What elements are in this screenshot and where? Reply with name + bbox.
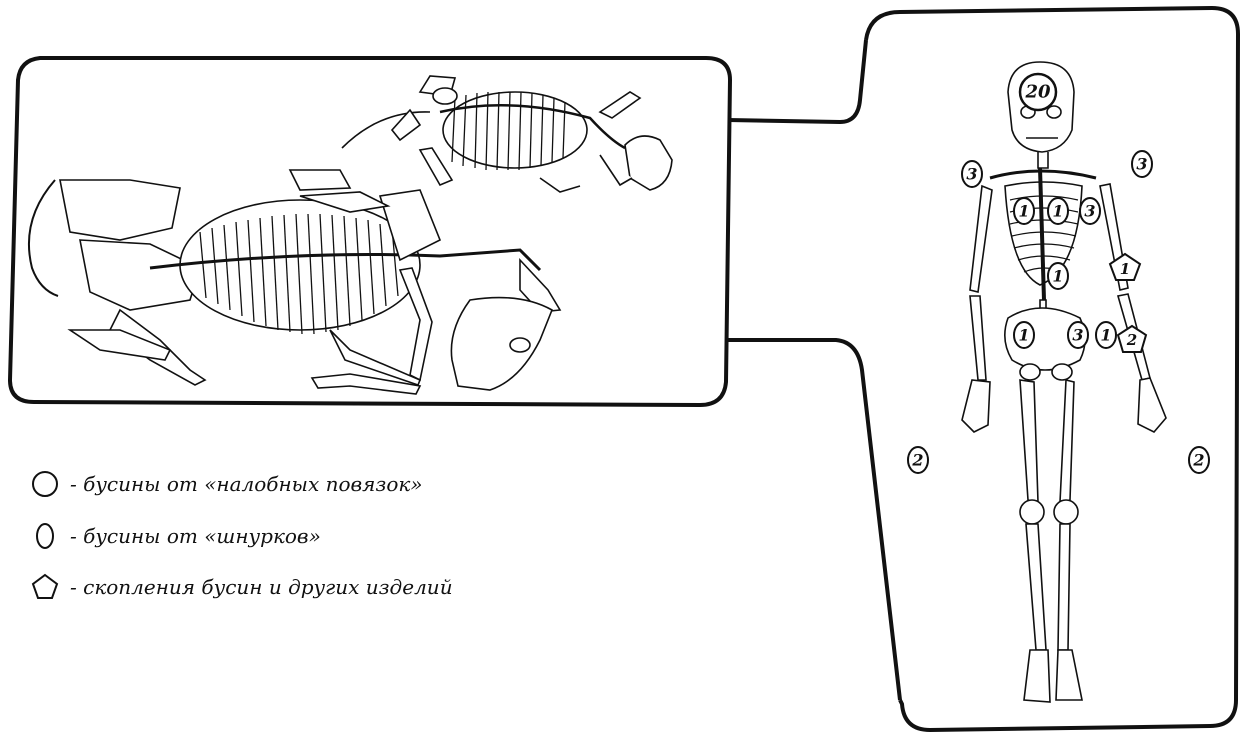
legend-item-headband: - бусины от «налобных повязок» <box>30 467 423 501</box>
pentagon-icon <box>30 570 64 604</box>
ellipse-icon <box>30 519 64 553</box>
legend-label-clusters: - скопления бусин и других изделий <box>70 575 453 599</box>
marker-pelvis-left: 1 <box>1014 322 1034 348</box>
marker-grave-right-count: 2 <box>1192 451 1204 470</box>
connector-lines <box>728 40 900 700</box>
legend-label-headband: - бусины от «налобных повязок» <box>70 472 423 496</box>
circle-icon <box>30 467 64 501</box>
marker-pelvis-right: 1 <box>1096 322 1116 348</box>
marker-chest-1-count: 1 <box>1018 202 1029 221</box>
marker-shoulder-right-count: 3 <box>966 165 977 184</box>
marker-skull-count: 20 <box>1024 82 1051 103</box>
legend-item-laces: - бусины от «шнурков» <box>30 519 321 553</box>
marker-grave-left: 2 <box>908 447 928 473</box>
marker-chest-1: 1 <box>1014 198 1034 224</box>
marker-pelvis-cluster-count: 2 <box>1126 331 1137 349</box>
marker-shoulder-right: 3 <box>962 161 982 187</box>
marker-chest-2-count: 1 <box>1052 202 1063 221</box>
marker-chest-3: 3 <box>1080 198 1100 224</box>
animal-skeleton-horse <box>29 170 560 394</box>
marker-pelvis-mid: 3 <box>1068 322 1088 348</box>
marker-grave-right: 2 <box>1189 447 1209 473</box>
marker-shoulder-left: 3 <box>1132 151 1152 177</box>
marker-pelvis-cluster: 2 <box>1118 326 1146 352</box>
marker-spine: 1 <box>1048 263 1068 289</box>
marker-chest-3-count: 3 <box>1084 202 1095 221</box>
marker-side-cluster-count: 1 <box>1120 260 1130 278</box>
marker-chest-2: 1 <box>1048 198 1068 224</box>
marker-pelvis-left-count: 1 <box>1018 326 1029 345</box>
marker-shoulder-left-count: 3 <box>1136 155 1147 174</box>
marker-pelvis-mid-count: 3 <box>1072 326 1083 345</box>
animal-skeleton-small <box>342 76 672 192</box>
legend-label-laces: - бусины от «шнурков» <box>70 524 321 548</box>
marker-spine-count: 1 <box>1052 267 1063 286</box>
legend-item-clusters: - скопления бусин и других изделий <box>30 570 453 604</box>
marker-skull-circle: 20 <box>1020 74 1056 110</box>
marker-pelvis-right-count: 1 <box>1100 326 1111 345</box>
marker-grave-left-count: 2 <box>911 451 923 470</box>
